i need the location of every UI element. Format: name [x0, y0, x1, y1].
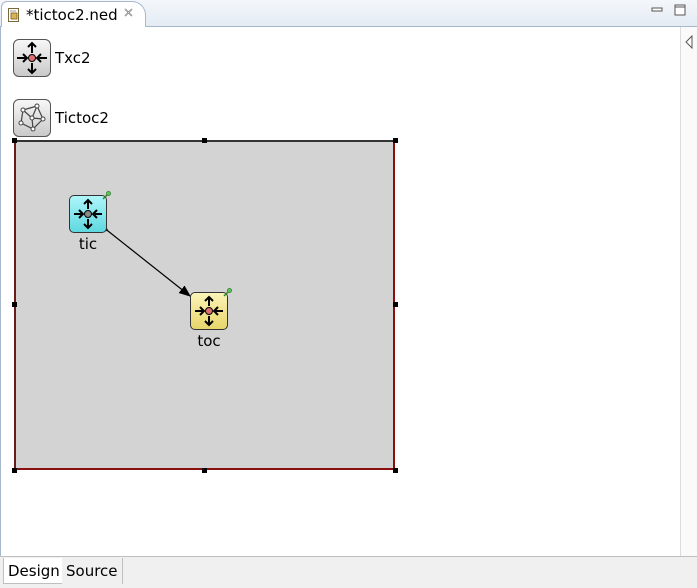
editor-mode-tabs: Design Source: [0, 556, 697, 588]
tab-design[interactable]: Design: [3, 558, 65, 584]
editor-tab-bar: *tictoc2.ned: [0, 0, 697, 27]
network-icon: [13, 99, 51, 137]
editor-tab-title: *tictoc2.ned: [26, 6, 118, 24]
minimize-icon[interactable]: [650, 4, 664, 16]
collapse-palette-icon[interactable]: [685, 35, 694, 49]
submodule-tic[interactable]: tic: [58, 191, 118, 253]
maximize-icon[interactable]: [673, 4, 687, 16]
close-icon[interactable]: [123, 7, 134, 18]
simple-module-icon: [74, 198, 102, 230]
simple-module-icon: [13, 39, 51, 77]
resize-handle-ne[interactable]: [393, 138, 398, 143]
pin-icon: [223, 288, 232, 297]
submodule-toc[interactable]: toc: [179, 288, 239, 350]
resize-handle-s[interactable]: [202, 468, 207, 473]
type-entry-tictoc2[interactable]: Tictoc2: [13, 97, 109, 139]
type-label: Tictoc2: [55, 109, 109, 127]
resize-handle-e[interactable]: [393, 302, 398, 307]
resize-handle-nw[interactable]: [12, 138, 17, 143]
submodule-toc-box[interactable]: [190, 288, 232, 330]
type-entry-txc2[interactable]: Txc2: [13, 37, 91, 79]
resize-handle-n[interactable]: [202, 138, 207, 143]
ned-file-icon: [8, 8, 19, 22]
editor-tab[interactable]: *tictoc2.ned: [1, 1, 146, 27]
resize-handle-sw[interactable]: [12, 468, 17, 473]
pin-icon: [102, 191, 111, 200]
simple-module-icon: [195, 295, 223, 327]
submodule-toc-name: toc: [197, 332, 221, 350]
submodule-tic-name: tic: [78, 235, 98, 253]
submodule-tic-box[interactable]: [69, 191, 111, 233]
resize-handle-w[interactable]: [12, 302, 17, 307]
type-label: Txc2: [55, 49, 91, 67]
vertical-scrollbar[interactable]: [680, 27, 697, 556]
tab-source[interactable]: Source: [62, 558, 123, 584]
resize-handle-se[interactable]: [393, 468, 398, 473]
